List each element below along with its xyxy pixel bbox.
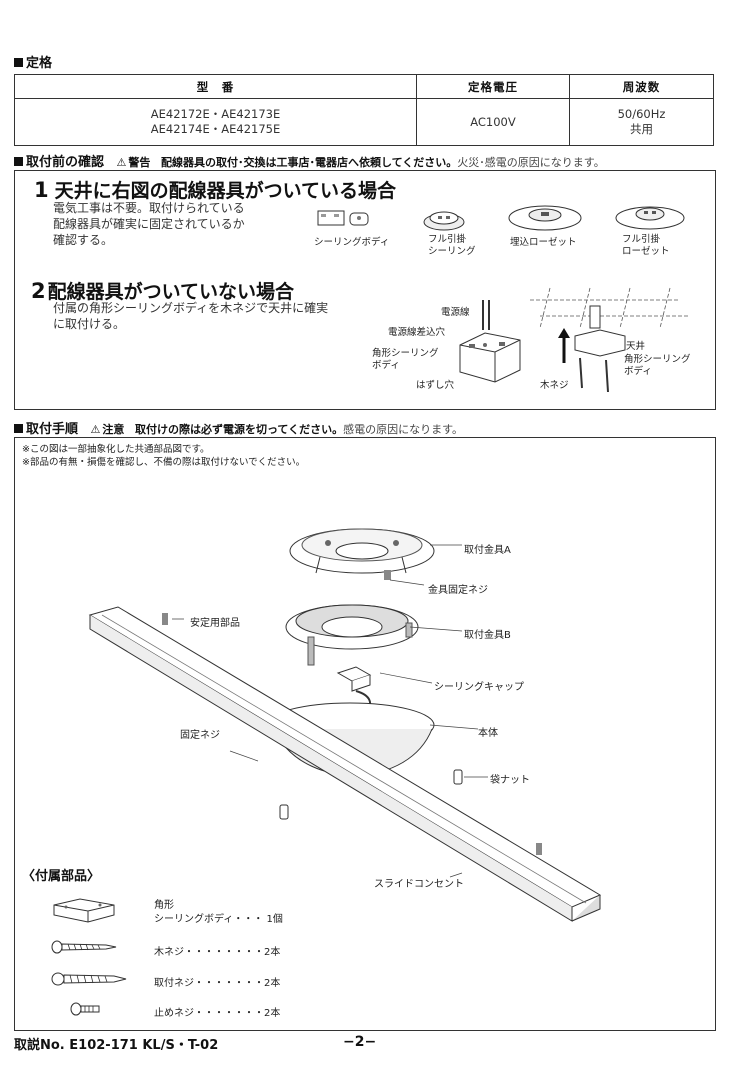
label-square-body-2: 角形シーリング ボディ xyxy=(624,354,691,377)
caution-icon: ⚠ xyxy=(90,423,101,436)
label-ceiling: 天井 xyxy=(626,341,646,352)
spec-header-frequency: 周波数 xyxy=(569,74,714,99)
procedure-heading-row: 取付手順 ⚠注意 取付けの際は必ず電源を切ってください。感電の原因になります。 xyxy=(14,418,463,437)
ceiling-mount-illustration xyxy=(530,287,690,393)
item-full-hook-rosette-label: フル引掛 ローゼット xyxy=(622,234,670,257)
spec-header-model: 型 番 xyxy=(14,74,417,99)
accessory-set-screw-icon xyxy=(70,1002,100,1016)
check-heading: 取付前の確認 xyxy=(26,155,105,170)
label-bracket-a: 取付金具A xyxy=(464,545,511,556)
label-bracket-screw: 金具固定ネジ xyxy=(428,585,488,596)
full-hook-ceiling-illustration xyxy=(423,211,465,231)
case2-text: 付属の角形シーリングボディを木ネジで天井に確実 に取付ける。 xyxy=(53,301,329,331)
accessory-mounting-screw: 取付ネジ・・・・・・・2本 xyxy=(154,978,281,989)
ceiling-body-illustration xyxy=(317,210,369,226)
spec-table: 型 番 定格電圧 周波数 AE42172E・AE42173E AE42174E・… xyxy=(14,74,714,146)
square-ceiling-body-wiring-illustration xyxy=(459,300,521,383)
warning-consequence: 火災･感電の原因になります。 xyxy=(457,156,605,169)
full-hook-rosette-illustration xyxy=(615,206,685,230)
check-box xyxy=(14,170,716,410)
spec-heading: 定格 xyxy=(14,52,52,71)
spec-voltage: AC100V xyxy=(416,98,570,146)
item-full-hook-ceiling-label: フル引掛 シーリング xyxy=(428,234,476,257)
label-wood-screw: 木ネジ xyxy=(540,380,569,391)
accessory-square-body-icon xyxy=(53,898,115,923)
spec-models: AE42172E・AE42173E AE42174E・AE42175E xyxy=(14,98,417,146)
spec-header-voltage: 定格電圧 xyxy=(416,74,570,99)
caution-text: 取付けの際は必ず電源を切ってください。 xyxy=(134,423,344,436)
label-slide-outlet: スライドコンセント xyxy=(374,879,464,890)
accessory-set-screw: 止めネジ・・・・・・・2本 xyxy=(154,1008,281,1019)
label-square-body: 角形シーリング ボディ xyxy=(372,348,439,371)
caution-label: 注意 xyxy=(102,423,125,436)
label-ceiling-cap: シーリングキャップ xyxy=(434,682,524,693)
warning-icon: ⚠ xyxy=(116,156,127,169)
procedure-box xyxy=(14,437,716,1031)
item-embedded-rosette-label: 埋込ローゼット xyxy=(510,237,577,248)
label-release-hole: はずし穴 xyxy=(416,380,455,391)
accessory-square-body: 角形 シーリングボディ・・・ 1個 xyxy=(154,900,283,925)
item-ceiling-body-label: シーリングボディ xyxy=(314,237,390,248)
label-fix-screw: 固定ネジ xyxy=(180,730,220,741)
spec-frequency: 50/60Hz 共用 xyxy=(569,98,714,146)
label-cap-nut: 袋ナット xyxy=(490,775,530,786)
accessories-heading: 〈付属部品〉 xyxy=(22,869,101,884)
footer-doc-number: 取説No. E102-171 KL/S・T-02 xyxy=(14,1038,219,1053)
label-bracket-b: 取付金具B xyxy=(464,630,511,641)
label-power-wire: 電源線 xyxy=(441,307,470,318)
assembly-diagram xyxy=(88,528,602,922)
accessory-mounting-screw-icon xyxy=(51,972,127,986)
label-wire-hole: 電源線差込穴 xyxy=(388,327,446,338)
procedure-heading: 取付手順 xyxy=(26,422,79,437)
caution-consequence: 感電の原因になります。 xyxy=(343,423,463,436)
label-stabilizer: 安定用部品 xyxy=(190,618,240,629)
warning-text: 配線器具の取付･交換は工事店･電器店へ依頼してください。 xyxy=(160,156,458,169)
accessory-wood-screw-icon xyxy=(51,940,117,954)
accessory-wood-screw: 木ネジ・・・・・・・・2本 xyxy=(154,947,281,958)
label-main-body: 本体 xyxy=(478,728,498,739)
case1-text: 電気工事は不要。取付けられている 配線器具が確実に固定されているか 確認する。 xyxy=(53,201,245,247)
procedure-notes: ※この図は一部抽象化した共通部品図です。 ※部品の有無・損傷を確認し、不備の際は… xyxy=(22,444,306,468)
footer-page-number: −2− xyxy=(343,1034,377,1050)
warning-label: 警告 xyxy=(128,156,151,169)
embedded-rosette-illustration xyxy=(508,205,582,231)
check-heading-row: 取付前の確認 ⚠警告 配線器具の取付･交換は工事店･電器店へ依頼してください。火… xyxy=(14,151,605,170)
